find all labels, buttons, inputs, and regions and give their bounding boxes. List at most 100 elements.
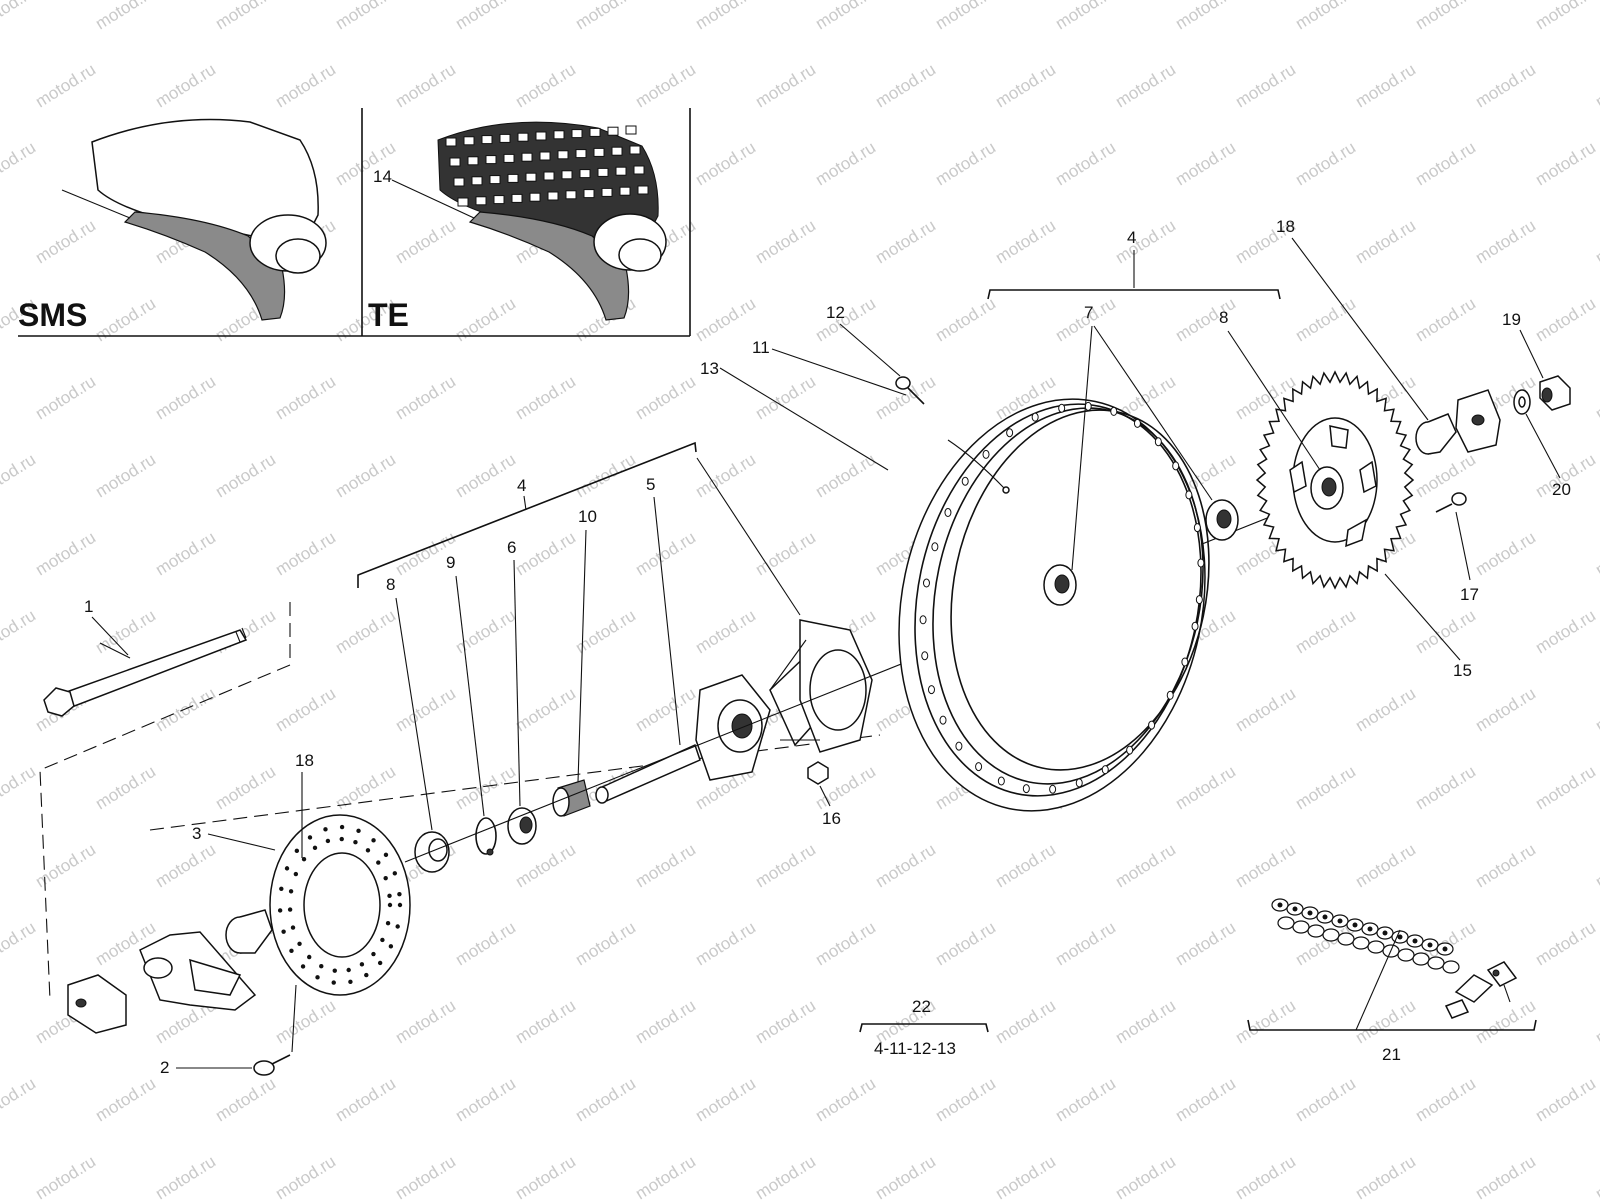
disc-hole [307,954,312,960]
watermark-text: motod.ru [32,528,99,580]
watermark-text: motod.ru [752,996,819,1048]
disc-hole [315,975,320,980]
watermark-text: motod.ru [692,918,759,970]
spoke-hole [1193,523,1201,533]
chain-link [1292,920,1310,934]
watermark-text: motod.ru [872,1152,939,1200]
watermark-text: motod.ru [92,762,159,814]
watermark-text: motod.ru [1592,372,1600,424]
watermark-text: motod.ru [152,60,219,112]
chain-pin [1442,946,1448,952]
watermark-text: motod.ru [752,528,819,580]
tyre-knob [637,185,649,195]
disc-hole [380,937,385,943]
disc-hole [339,824,345,830]
watermark-text: motod.ru [1352,216,1419,268]
callout-9: 9 [446,553,455,572]
watermark-text: motod.ru [152,372,219,424]
bush-10 [552,779,591,817]
spoke-hole [1031,412,1039,422]
watermark-text: motod.ru [452,762,519,814]
kit-22-contents: 4-11-12-13 [874,1039,956,1058]
disc-hole [289,948,294,954]
watermark-text: motod.ru [752,372,819,424]
rear-hub [695,619,873,781]
watermark-text: motod.ru [392,996,459,1048]
callout-1: 1 [84,597,93,616]
washer-20 [1513,389,1531,415]
watermark-text: motod.ru [0,762,39,814]
screw-12 [895,376,925,405]
watermark-text: motod.ru [1592,216,1600,268]
watermark-text: motod.ru [452,1074,519,1126]
watermark-text: motod.ru [32,1152,99,1200]
bearing-7-left [1043,564,1077,606]
watermark-text: motod.ru [632,372,699,424]
tyre-knob [449,157,461,167]
tyre-knob [571,129,583,139]
watermark-text: motod.ru [1112,840,1179,892]
watermark-text: motod.ru [872,840,939,892]
watermark-text: motod.ru [332,450,399,502]
disc-holes [277,824,403,985]
watermark-text: motod.ru [32,216,99,268]
watermark-text: motod.ru [1412,294,1479,346]
chain-pin [1277,902,1283,908]
callout-8-left: 8 [386,575,395,594]
watermark-text: motod.ru [32,840,99,892]
watermark-text: motod.ru [752,216,819,268]
disc-hole [356,828,361,834]
watermark-text: motod.ru [1472,1152,1539,1200]
watermark-text: motod.ru [1232,840,1299,892]
watermark-text: motod.ru [1412,0,1479,33]
disc-hole [331,980,336,985]
drive-chain [1271,898,1518,1019]
watermark-text: motod.ru [512,996,579,1048]
chain-pin [1337,918,1343,924]
tyre-knob [633,165,645,175]
spoke-hole [1191,621,1199,631]
spoke-holes [919,401,1205,794]
watermark-text: motod.ru [92,450,159,502]
disc-hole [388,944,394,949]
watermark-text: motod.ru [152,528,219,580]
disc-hole [339,836,344,842]
watermark-text: motod.ru [1532,918,1599,970]
watermark-text: motod.ru [212,0,279,33]
callout-18-left: 18 [295,751,314,770]
spoke-hole [1022,784,1030,794]
tyre-knob [575,149,587,159]
tyre-knob [553,130,565,140]
disc-hole [365,848,371,853]
watermark-text: motod.ru [332,1074,399,1126]
spoke-hole [1133,418,1141,428]
watermark-text: motod.ru [632,1152,699,1200]
chain-link [1352,936,1370,950]
watermark-text: motod.ru [1052,138,1119,190]
spoke-hole [1075,778,1083,788]
spoke-hole [1049,784,1057,794]
tyre-knob [529,192,541,202]
chain-link [1397,948,1415,962]
watermark-text: motod.ru [1592,684,1600,736]
callout-6: 6 [507,538,516,557]
watermark-text: motod.ru [1052,0,1119,33]
watermark-text: motod.ru [392,684,459,736]
watermark-text: motod.ru [512,840,579,892]
watermark-text: motod.ru [272,528,339,580]
watermark-text: motod.ru [812,294,879,346]
watermark-text: motod.ru [512,528,579,580]
tyre-insets: SMS TE 14 [18,108,691,337]
spoke-hole [1197,558,1205,568]
tyre-knob [511,193,523,203]
disc-hole [279,886,284,891]
spoke-hole [922,578,930,588]
watermark-text: motod.ru [1352,60,1419,112]
watermark-text: motod.ru [1172,0,1239,33]
chain-link [1322,928,1340,942]
disc-hole [301,856,307,862]
brake-disc [269,814,411,996]
tyre-knob [543,171,555,181]
chain-pin [1397,934,1403,940]
watermark-text: motod.ru [212,450,279,502]
